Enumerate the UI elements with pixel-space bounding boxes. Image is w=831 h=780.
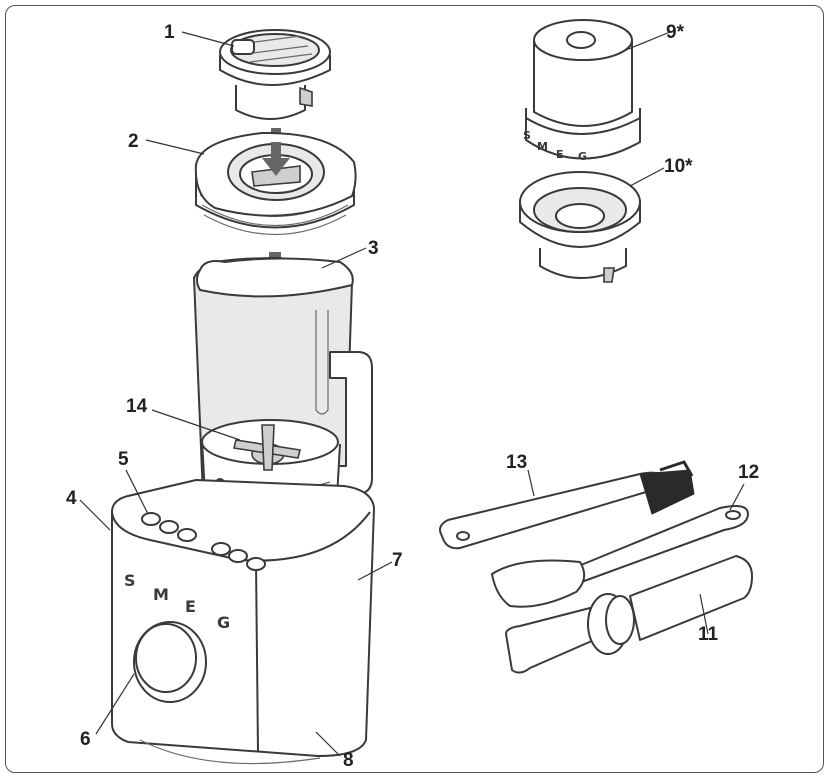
callout-8: 8 [343, 750, 354, 771]
base-letter-e: E [185, 597, 196, 616]
callout-11: 11 [698, 624, 719, 645]
part-measuring-cap [220, 30, 330, 119]
grinder-letter-e: E [556, 148, 564, 161]
speed-knob [134, 622, 206, 702]
callout-6: 6 [80, 729, 91, 750]
part-motor-base: S M E G [112, 480, 374, 764]
callout-5: 5 [118, 449, 129, 470]
callout-9: 9* [666, 22, 685, 43]
base-letter-m: M [153, 585, 169, 604]
part-grinder-base [520, 172, 640, 282]
base-letter-g: G [217, 613, 230, 632]
part-lid [196, 133, 356, 235]
grinder-letter-s: S [523, 129, 531, 142]
base-letter-s: S [124, 571, 136, 590]
callout-1: 1 [164, 22, 175, 43]
callout-14: 14 [126, 396, 148, 417]
grinder-letter-m: M [537, 140, 548, 153]
callout-2: 2 [128, 131, 139, 152]
callout-12: 12 [738, 462, 759, 483]
callout-3: 3 [368, 238, 379, 259]
callout-7: 7 [392, 550, 403, 571]
callout-13: 13 [506, 452, 527, 473]
callout-10: 10* [664, 156, 693, 177]
callout-4: 4 [66, 488, 77, 509]
grinder-letter-g: G [578, 150, 587, 163]
part-grinder-jar: S M E G [523, 20, 640, 163]
